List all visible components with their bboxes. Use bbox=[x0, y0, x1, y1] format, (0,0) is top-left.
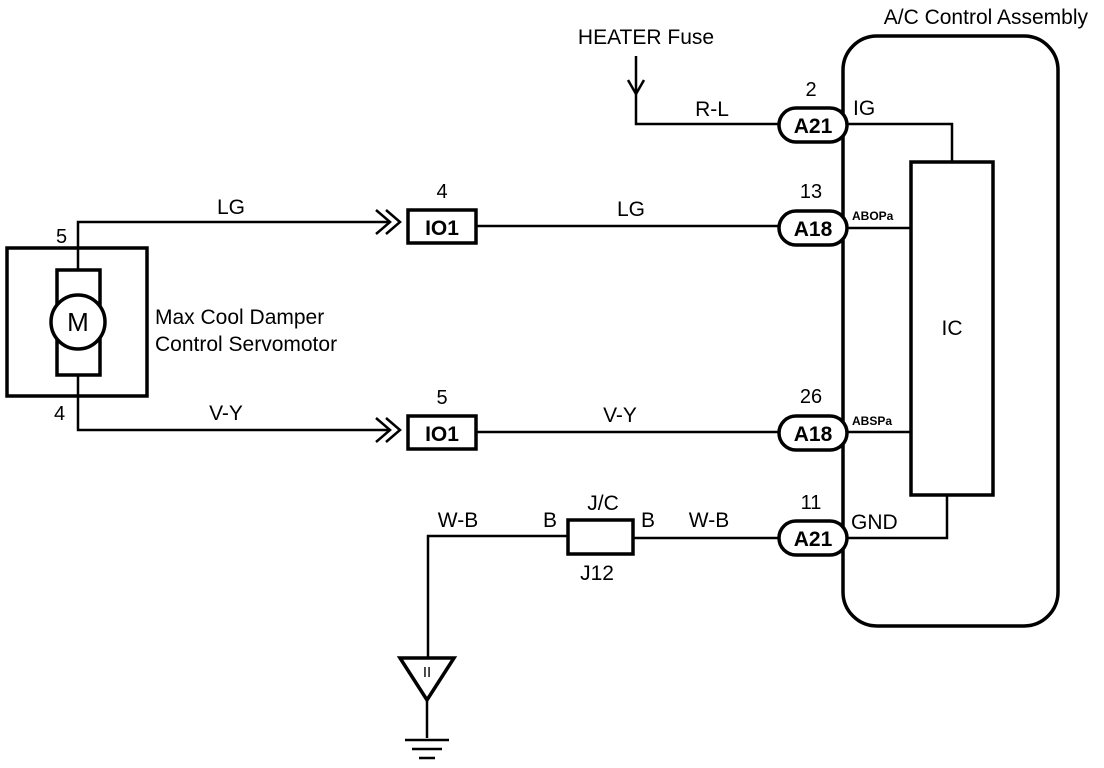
gnd-internal-wire bbox=[847, 495, 949, 540]
connector-a18-abspa-id: A18 bbox=[794, 423, 833, 446]
junction-right-pin: B bbox=[641, 509, 655, 532]
connector-a18-abopa bbox=[777, 209, 849, 247]
ig-internal-wire bbox=[847, 122, 954, 162]
connector-a21-ig-pin: 2 bbox=[805, 79, 816, 101]
lg-connector-arrow bbox=[375, 209, 402, 235]
ic-label: IC bbox=[942, 317, 963, 340]
connector-a21-ig bbox=[777, 106, 849, 144]
vy-connector-arrow bbox=[375, 417, 402, 443]
servomotor-name-line2: Control Servomotor bbox=[155, 333, 337, 356]
servomotor-name-line1: Max Cool Damper bbox=[155, 306, 324, 329]
terminal-abopa: ABOPa bbox=[852, 209, 894, 223]
lg-wire-left bbox=[76, 220, 390, 270]
motor-symbol bbox=[49, 293, 107, 351]
junction-bottom-label: J12 bbox=[580, 562, 614, 585]
wb-wire-left bbox=[426, 534, 568, 658]
lg-wire-right-label: LG bbox=[617, 198, 645, 221]
connector-a18-abopa-id: A18 bbox=[794, 218, 833, 241]
terminal-ig: IG bbox=[853, 97, 875, 120]
connector-io1-lg bbox=[406, 208, 478, 245]
connector-io1-vy-pin: 5 bbox=[436, 387, 447, 409]
terminal-abspa: ABSPa bbox=[852, 414, 892, 428]
heater-fuse-label: HEATER Fuse bbox=[578, 26, 714, 49]
connector-io1-lg-pin: 4 bbox=[436, 181, 447, 203]
ground-point-label: II bbox=[423, 664, 431, 681]
r-l-wire bbox=[634, 94, 779, 126]
wb-wire-right-label: W-B bbox=[689, 509, 729, 532]
servomotor-pin-4: 4 bbox=[54, 403, 65, 425]
connector-a18-abspa-pin: 26 bbox=[800, 386, 822, 408]
vy-wire-left bbox=[76, 375, 390, 432]
wb-wire-left-label: W-B bbox=[438, 509, 478, 532]
heater-fuse-arrow bbox=[626, 56, 646, 97]
lg-wire-left-label: LG bbox=[217, 196, 245, 219]
ac-control-assembly-box bbox=[841, 34, 1060, 628]
junction-top-label: J/C bbox=[587, 492, 619, 515]
vy-wire-right-label: V-Y bbox=[603, 404, 637, 427]
terminal-gnd: GND bbox=[851, 511, 898, 534]
ground-icon bbox=[405, 738, 449, 760]
connector-io1-lg-id: IO1 bbox=[425, 217, 459, 240]
motor-symbol-label: M bbox=[67, 307, 89, 337]
connector-a21-gnd-pin: 11 bbox=[801, 492, 822, 514]
ac-control-assembly-title: A/C Control Assembly bbox=[884, 6, 1089, 29]
junction-connector-j12 bbox=[566, 518, 635, 556]
ground-point-triangle bbox=[396, 656, 458, 704]
connector-a18-abopa-pin: 13 bbox=[800, 181, 822, 203]
connector-a21-ig-id: A21 bbox=[794, 115, 833, 138]
servomotor-pin-5: 5 bbox=[56, 226, 67, 248]
connector-io1-vy-id: IO1 bbox=[425, 423, 459, 446]
vy-wire-left-label: V-Y bbox=[209, 402, 243, 425]
r-l-wire-label: R-L bbox=[695, 98, 729, 121]
junction-left-pin: B bbox=[543, 509, 557, 532]
connector-a21-gnd-id: A21 bbox=[794, 528, 833, 551]
